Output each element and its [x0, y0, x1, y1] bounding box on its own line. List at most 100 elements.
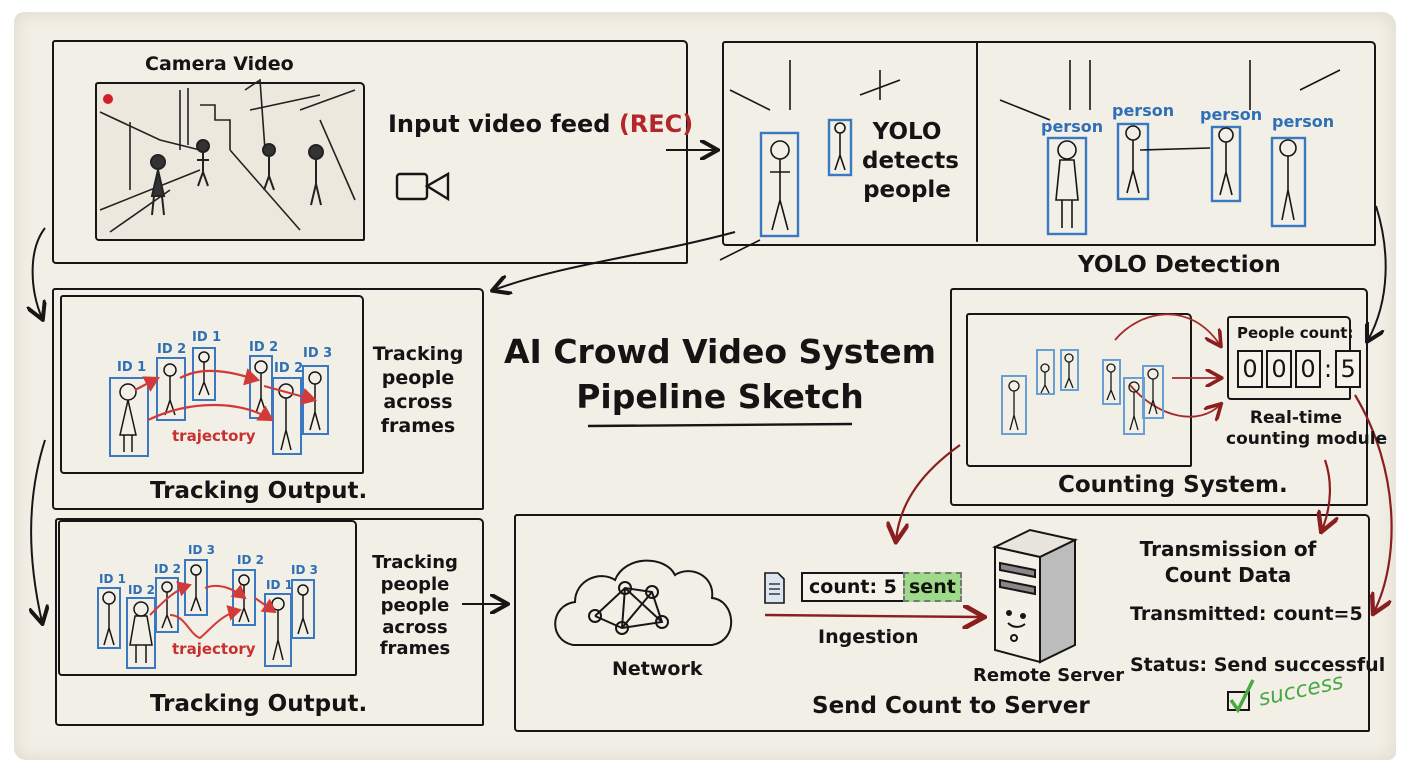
arrow-ingestion — [764, 615, 982, 617]
server-icon — [991, 528, 1079, 664]
person-label: person — [1200, 105, 1263, 124]
track-id-label: ID 1 — [99, 572, 126, 586]
camera-heading: Camera Video — [145, 53, 294, 75]
transmission-line: Transmission of — [1139, 537, 1317, 561]
person-label: person — [1272, 112, 1335, 131]
sent-tag: sent — [903, 572, 962, 602]
transmission-title: Transmission of Count Data — [1128, 536, 1328, 588]
yolo-desc-line3: people — [863, 177, 951, 203]
tracking2-caption: Tracking Output. — [150, 691, 368, 717]
tracking1-caption: Tracking Output. — [150, 478, 368, 504]
rec-label: (REC) — [618, 110, 694, 138]
counter-digit: 0 — [1237, 350, 1263, 388]
tracking2-trajectories — [149, 581, 277, 640]
checkbox-check-icon — [1227, 679, 1255, 714]
track-id-label: ID 2 — [154, 562, 181, 576]
trajectory-label: trajectory — [172, 640, 256, 658]
ingestion-label: Ingestion — [818, 626, 919, 648]
camera-panel — [52, 40, 688, 264]
track-id-label: ID 3 — [303, 346, 333, 361]
person-label: person — [1041, 117, 1104, 136]
arrow-counter-to-transmitted — [1354, 394, 1393, 612]
track-id-label: ID 3 — [188, 543, 215, 557]
track-id-label: ID 1 — [117, 360, 147, 375]
counter-digit: 0 — [1295, 350, 1321, 388]
tracking-frame-1 — [60, 295, 364, 474]
counting-panel — [950, 288, 1368, 506]
yolo-panel — [722, 41, 1376, 246]
document-icon — [764, 572, 785, 604]
yolo-desc-line1: YOLO — [872, 119, 942, 145]
record-dot-icon — [103, 94, 113, 104]
yolo-desc-line2: detects — [862, 148, 959, 174]
page-title-line2: Pipeline Sketch — [576, 377, 864, 416]
tracking1-description: Tracking people across frames — [368, 342, 468, 438]
tracking2-description: Tracking people people across frames — [365, 552, 465, 660]
yolo-description: YOLO detects people — [862, 118, 959, 205]
desc-line: people — [380, 573, 450, 595]
desc-line: people — [381, 367, 455, 389]
page-title-line1: AI Crowd Video System — [504, 332, 936, 371]
counting-boxes — [1001, 349, 1164, 435]
cloud-network-icon — [554, 559, 733, 646]
tracking-panel-1 — [52, 288, 484, 510]
track-id-label: ID 2 — [157, 342, 187, 357]
tracking-frame-2 — [58, 520, 357, 676]
realtime-module-label: Real-time counting module — [1226, 408, 1388, 450]
desc-line: Tracking — [372, 552, 458, 573]
transmission-line: Count Data — [1164, 563, 1292, 587]
payload-chip: count: 5 — [801, 572, 905, 602]
desc-line: frames — [380, 415, 456, 437]
video-camera-icon — [395, 171, 450, 202]
track-id-label: ID 1 — [266, 578, 293, 592]
people-count-label: People count: — [1237, 324, 1354, 342]
arrow-yolo-to-counting — [1368, 205, 1387, 340]
arrow-module-to-transmission — [1322, 459, 1330, 530]
feed-label: Input video feed — [388, 110, 611, 138]
track-id-label: ID 2 — [249, 340, 279, 355]
track-id-label: ID 3 — [291, 563, 318, 577]
counting-figures — [1008, 353, 1159, 431]
counter-separator: : — [1324, 355, 1333, 383]
status-text: Status: Send successful — [1130, 654, 1386, 676]
track-id-label: ID 2 — [128, 583, 155, 597]
track-id-label: ID 2 — [274, 361, 304, 376]
tracking1-trajectories — [134, 368, 318, 422]
transmitted-value: Transmitted: count=5 — [1130, 603, 1363, 625]
counting-caption: Counting System. — [1058, 472, 1288, 498]
counter-digit: 5 — [1335, 350, 1362, 388]
yolo-stick-figures — [719, 60, 1341, 261]
trajectory-label: trajectory — [172, 427, 256, 445]
counter-digit: 0 — [1266, 350, 1292, 388]
module-line: Real-time — [1249, 408, 1343, 428]
track-id-label: ID 1 — [192, 330, 222, 345]
server-label: Remote Server — [973, 665, 1125, 686]
input-feed-label: Input video feed (REC) — [388, 110, 693, 138]
street-scene-camera — [99, 78, 356, 233]
yolo-detection-boxes — [759, 118, 1307, 238]
desc-line: people — [380, 595, 450, 616]
desc-line: across — [382, 616, 448, 638]
send-caption: Send Count to Server — [812, 693, 1090, 719]
counting-frame — [966, 313, 1192, 467]
arrow-tracking1-to-tracking2 — [31, 439, 45, 622]
camera-people — [150, 139, 324, 216]
desc-line: across — [383, 391, 453, 413]
arrow-yolo-to-tracking — [494, 231, 736, 290]
module-line: counting module — [1226, 429, 1388, 449]
desc-line: Tracking — [372, 343, 464, 365]
tracking-panel-2 — [55, 518, 484, 726]
network-label: Network — [612, 658, 703, 680]
track-id-label: ID 2 — [237, 553, 264, 567]
person-label: person — [1112, 101, 1175, 120]
arrow-camera-to-tracking1 — [33, 227, 45, 318]
yolo-caption: YOLO Detection — [1078, 252, 1281, 278]
camera-frame — [95, 82, 365, 241]
yolo-divider — [976, 41, 978, 242]
arrow-counting-to-ingestion — [896, 444, 961, 540]
send-panel — [514, 514, 1370, 732]
desc-line: frames — [379, 638, 451, 659]
title-underline — [587, 422, 853, 428]
